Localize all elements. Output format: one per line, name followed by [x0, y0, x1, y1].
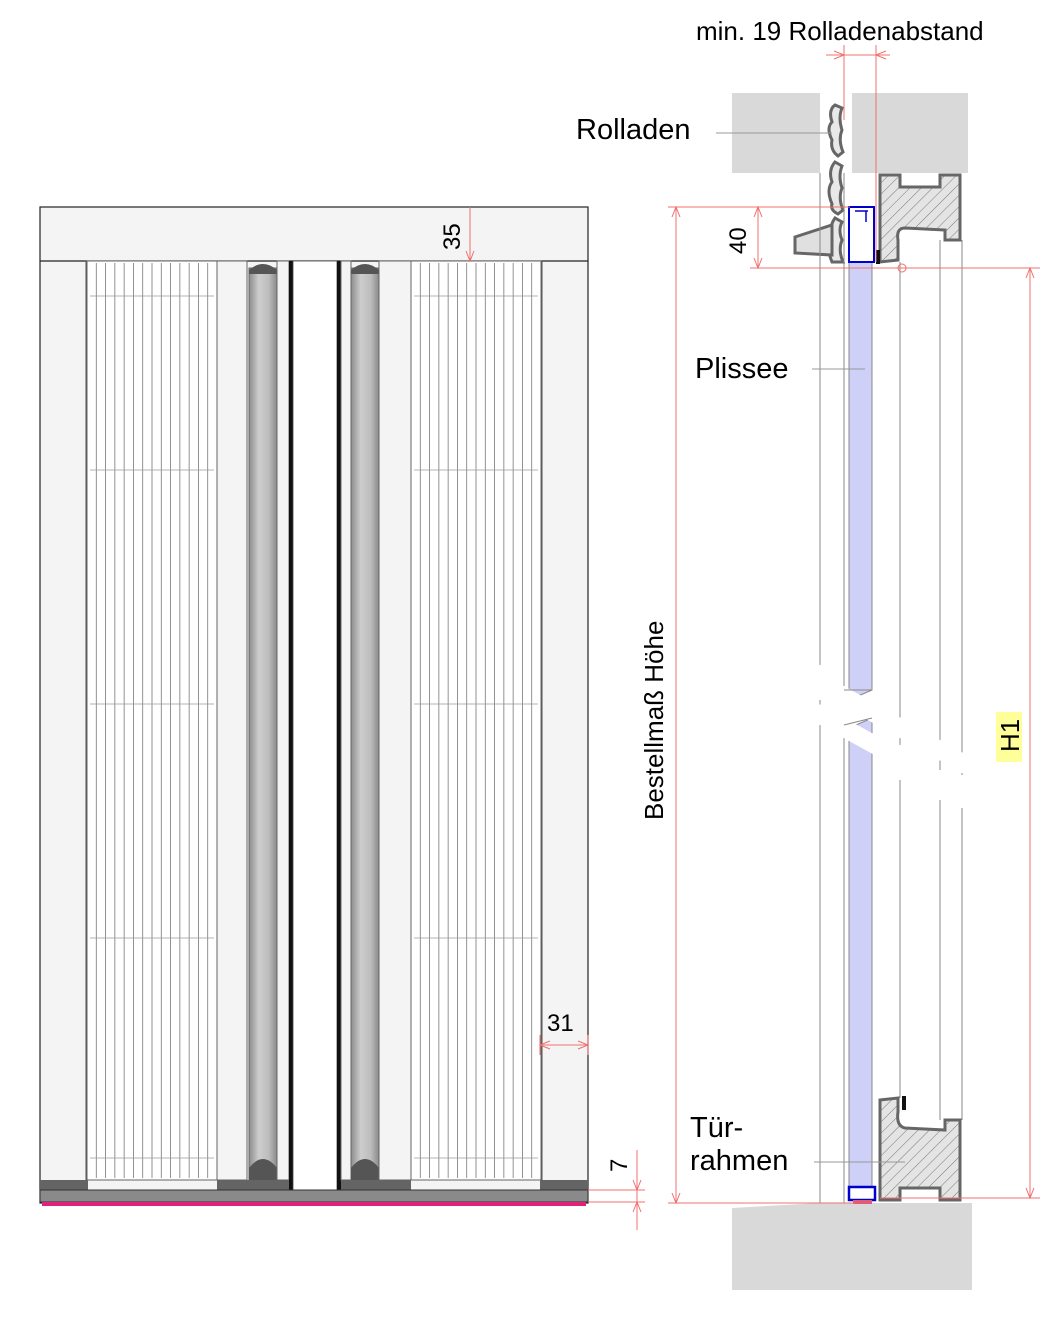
pleat-panel-left	[86, 260, 218, 1181]
bottom-seal	[42, 1202, 586, 1206]
dimension-31	[538, 1035, 590, 1055]
dimension-31-label: 31	[547, 1010, 574, 1037]
h1-label: H1	[995, 719, 1025, 752]
frame-profile-bottom	[878, 1096, 962, 1202]
pleat-panel-right	[410, 260, 542, 1181]
floor	[732, 1203, 972, 1290]
dimension-35	[465, 207, 475, 263]
guide-tube-right	[350, 264, 380, 1181]
h1-dimension	[880, 266, 1040, 1200]
top-bracket	[793, 222, 834, 257]
rolladenabstand-label: min. 19 Rolladenabstand	[696, 16, 984, 46]
tuerrahmen-label-line2: rahmen	[690, 1145, 788, 1177]
dimension-7	[588, 1150, 645, 1230]
rolladenabstand-dimension	[826, 45, 890, 262]
h1-highlight	[996, 712, 1022, 762]
bestellmass-label: Bestellmaß Höhe	[639, 621, 669, 820]
bottom-profile	[39, 1180, 589, 1206]
dimension-40-label: 40	[725, 227, 752, 254]
front-view: 35 31 7	[39, 206, 645, 1230]
rolladen-label: Rolladen	[576, 114, 690, 146]
top-guide-profile	[848, 206, 875, 263]
tuerrahmen-label-line1: Tür-	[690, 1112, 743, 1144]
plissee-label: Plissee	[695, 353, 789, 385]
plissee-fabric	[848, 261, 873, 1189]
leader-lines	[716, 132, 905, 1163]
break-mark	[810, 672, 980, 808]
dimension-35-label: 35	[439, 223, 466, 250]
guide-tube-left	[248, 264, 278, 1181]
wall-top-right	[852, 93, 968, 173]
section-lines	[819, 173, 963, 1203]
bottom-guide-profile	[847, 1185, 877, 1204]
center-opening	[289, 260, 341, 1191]
frame-profile-top	[878, 173, 962, 264]
section-view: 40 Bestellmaß Höhe H1 Rolladen Plissee T…	[576, 16, 1040, 1290]
bestellmass-dimension	[668, 205, 855, 1205]
dimension-7-label: 7	[606, 1159, 633, 1172]
